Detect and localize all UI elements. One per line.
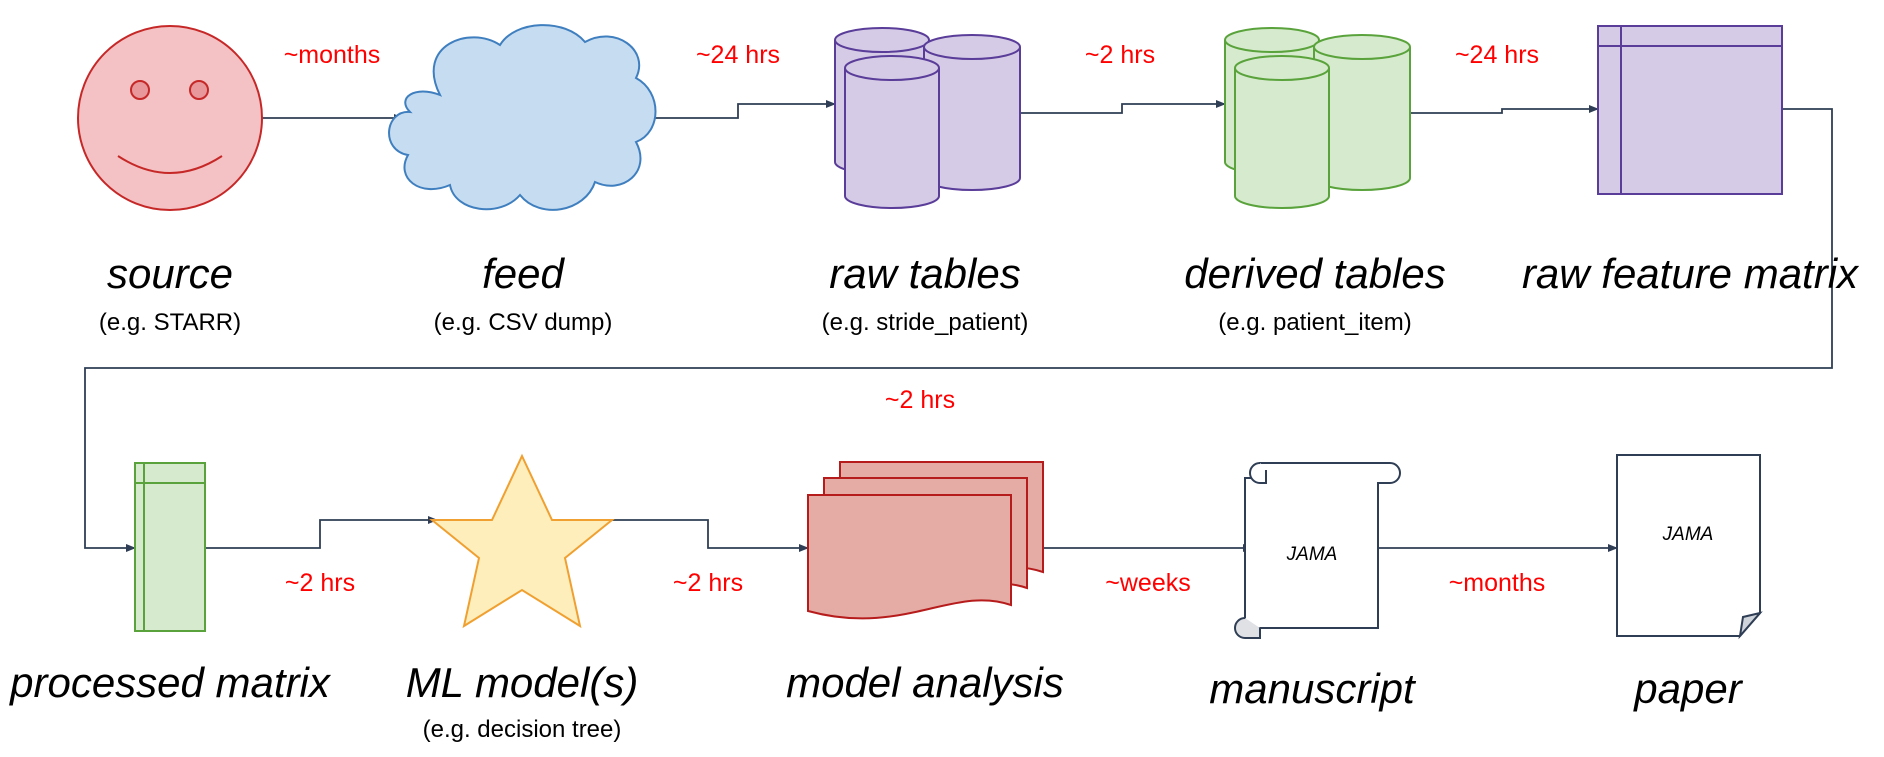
duration-feature-processed: ~2 hrs xyxy=(885,386,955,414)
cylinders-database-icon xyxy=(1224,27,1411,209)
star-icon xyxy=(429,453,615,629)
duration-analysis-manuscript: ~weeks xyxy=(1105,569,1190,597)
duration-source-feed: ~months xyxy=(284,41,381,69)
connector-derived-feature xyxy=(1406,105,1599,114)
ml-model-title: ML model(s) xyxy=(406,659,639,706)
raw-tables-cylinder-front xyxy=(844,55,940,209)
connector-raw-derived xyxy=(1018,100,1226,114)
scroll-icon: JAMA xyxy=(1234,462,1401,639)
connector-feed-raw-tables xyxy=(645,100,836,119)
duration-raw-derived: ~2 hrs xyxy=(1085,41,1155,69)
smiley-face-icon xyxy=(77,25,263,211)
duration-model-analysis: ~2 hrs xyxy=(673,569,743,597)
matrix-grid-icon xyxy=(1597,25,1783,195)
raw-tables-cylinder-back-right xyxy=(923,34,1021,191)
connector-model-analysis xyxy=(610,519,809,552)
matrix-column-icon xyxy=(134,462,206,632)
cylinders-database-icon xyxy=(834,27,1021,209)
page-icon: JAMA xyxy=(1616,454,1763,640)
derived-tables-cylinder-front xyxy=(1234,55,1330,209)
duration-feed-raw: ~24 hrs xyxy=(696,41,780,69)
derived-tables-subtitle: (e.g. patient_item) xyxy=(1218,309,1411,336)
ml-model-subtitle: (e.g. decision tree) xyxy=(423,716,622,743)
raw-feature-matrix-title: raw feature matrix xyxy=(1522,250,1860,297)
manuscript-doc-text: JAMA xyxy=(1286,544,1338,565)
manuscript-title: manuscript xyxy=(1209,665,1417,712)
connector-processed-model xyxy=(205,516,438,549)
duration-manuscript-paper: ~months xyxy=(1449,569,1546,597)
derived-tables-title: derived tables xyxy=(1184,250,1446,297)
source-subtitle: (e.g. STARR) xyxy=(99,309,241,336)
duration-processed-model: ~2 hrs xyxy=(285,569,355,597)
raw-tables-subtitle: (e.g. stride_patient) xyxy=(822,309,1029,336)
raw-tables-title: raw tables xyxy=(829,250,1020,297)
paper-title: paper xyxy=(1632,665,1743,712)
connector-feature-processed xyxy=(84,108,1833,552)
feed-title: feed xyxy=(482,250,565,297)
source-title: source xyxy=(107,250,233,297)
duration-derived-feature: ~24 hrs xyxy=(1455,41,1539,69)
cloud-icon xyxy=(388,24,657,211)
processed-matrix-title: processed matrix xyxy=(8,659,332,706)
feed-subtitle: (e.g. CSV dump) xyxy=(434,309,613,336)
paper-doc-text: JAMA xyxy=(1662,524,1714,545)
stacked-documents-icon xyxy=(807,461,1044,620)
model-analysis-title: model analysis xyxy=(786,659,1064,706)
